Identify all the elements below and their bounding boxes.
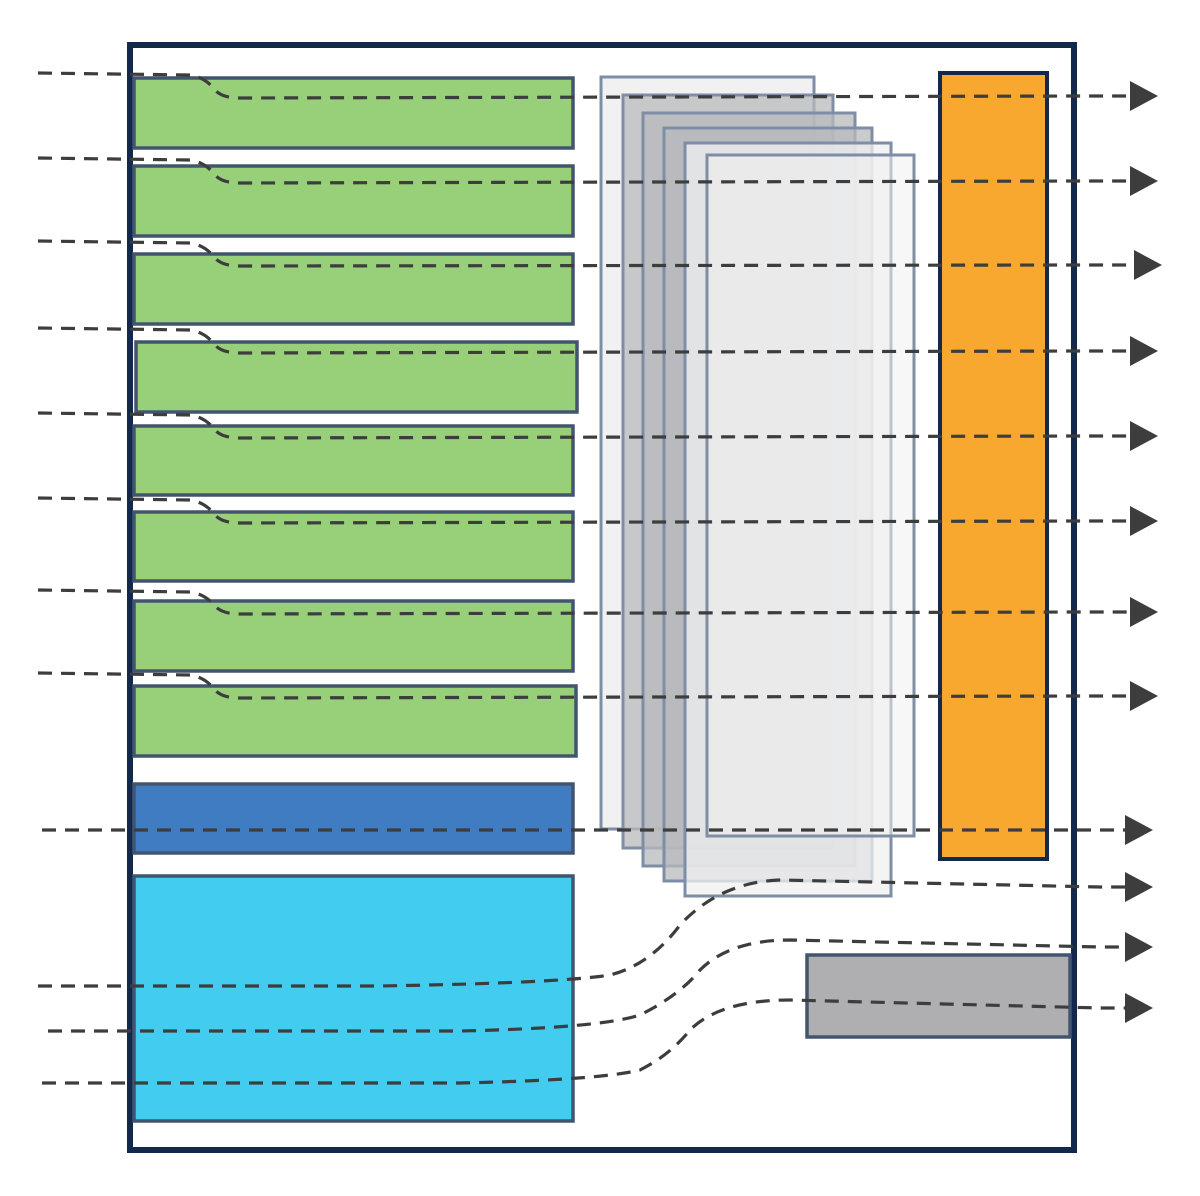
flow-arrow-icon (1134, 250, 1162, 280)
flow-arrow-icon (1130, 597, 1158, 627)
green-block (132, 76, 575, 150)
stacked-layer (705, 153, 916, 838)
flow-arrow-icon (1130, 681, 1158, 711)
flow-line (42, 998, 1125, 1085)
gray-block (805, 953, 1072, 1039)
flow-arrow-icon (1125, 932, 1153, 962)
flow-line (38, 878, 1125, 988)
flow-arrow-icon (1130, 81, 1158, 111)
green-block (132, 599, 575, 673)
flow-arrow-icon (1130, 166, 1158, 196)
flow-arrow-icon (1130, 421, 1158, 451)
flow-arrow-icon (1125, 815, 1153, 845)
flow-arrow-icon (1130, 336, 1158, 366)
orange-block (938, 71, 1049, 861)
flow-arrow-icon (1130, 506, 1158, 536)
flow-arrow-icon (1125, 993, 1153, 1023)
green-block (132, 164, 575, 238)
flow-arrow-icon (1125, 872, 1153, 902)
flow-line (48, 938, 1125, 1033)
cyan-block (132, 874, 575, 1123)
blue-block (132, 782, 575, 855)
